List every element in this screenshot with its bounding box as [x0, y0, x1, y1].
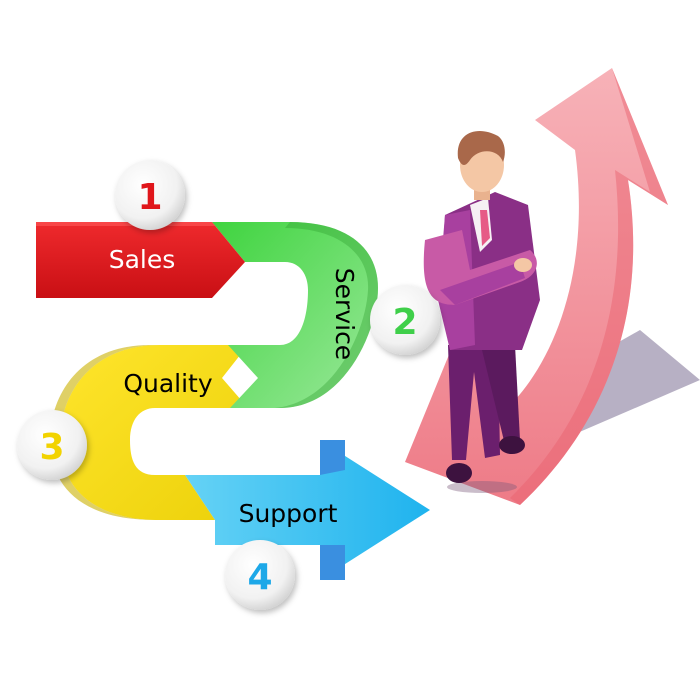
step-badge-3: 3	[17, 410, 87, 480]
process-path	[36, 222, 430, 580]
businessman-legs	[448, 345, 500, 460]
step-number-2: 2	[392, 302, 417, 343]
step-badge-4: 4	[225, 540, 295, 610]
segment-sales	[36, 222, 245, 298]
businessman-shoe-left	[446, 463, 472, 483]
segment-support	[155, 440, 430, 580]
businessman-hand	[514, 258, 532, 272]
businessman-back-leg	[482, 345, 520, 445]
businessman-hair	[457, 130, 505, 165]
businessman-arm-fold	[440, 262, 525, 305]
segment-support-head-top	[320, 440, 345, 475]
businessman-icon	[423, 130, 540, 493]
segment-service	[212, 222, 378, 408]
segment-sales-top	[36, 222, 215, 226]
step-label-service: Service	[330, 268, 359, 360]
step-number-4: 4	[247, 557, 272, 598]
businessman-shadow	[447, 481, 517, 493]
step-label-sales: Sales	[109, 245, 176, 274]
step-label-quality: Quality	[123, 369, 213, 398]
step-badge-2: 2	[370, 285, 440, 355]
segment-service-edge	[275, 222, 378, 408]
businessman-shoe-right	[499, 436, 525, 454]
step-number-3: 3	[39, 427, 64, 468]
businessman-tie	[480, 210, 490, 246]
step-badge-1: 1	[115, 160, 185, 230]
step-number-1: 1	[137, 177, 162, 218]
step-label-support: Support	[239, 499, 338, 528]
segment-quality	[60, 345, 248, 520]
segment-support-head-bottom	[320, 545, 345, 580]
